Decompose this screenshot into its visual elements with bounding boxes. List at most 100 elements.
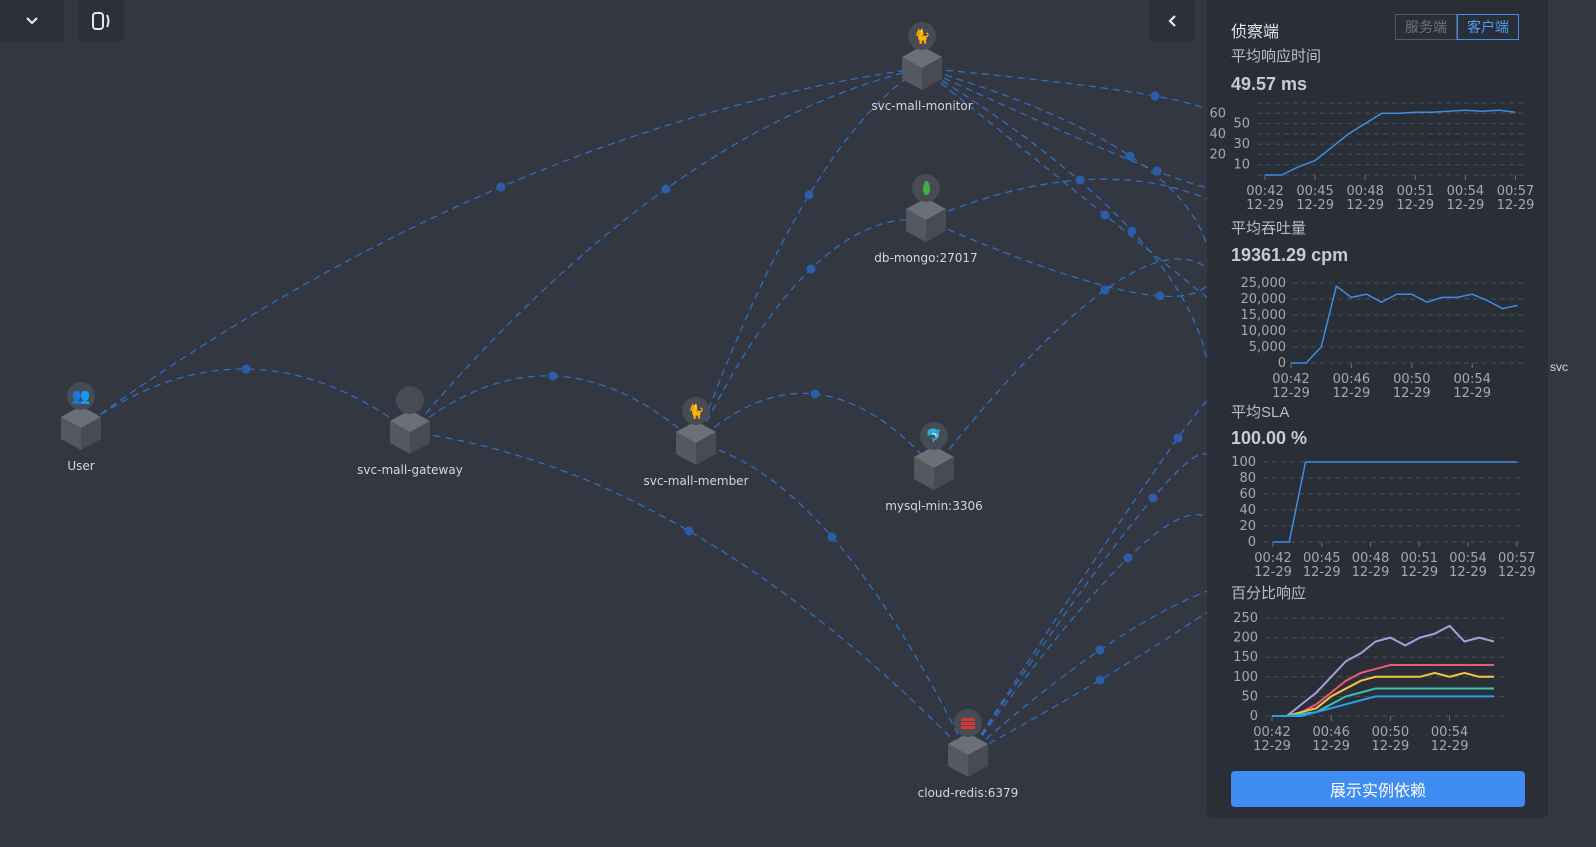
x-tick-label: 00:54 [1453, 372, 1490, 387]
edge-midpoint[interactable] [684, 526, 694, 536]
x-tick-label: 12-29 [1346, 198, 1384, 213]
node-cube-icon [902, 46, 942, 90]
node-label: User [67, 459, 95, 473]
y-tick-label: 100 [1231, 455, 1256, 470]
series-line-2 [1272, 664, 1494, 717]
series-line-1 [1273, 461, 1517, 543]
edge-midpoint[interactable] [1100, 210, 1110, 220]
section-title-throughput: 平均吞吐量 [1231, 220, 1307, 237]
x-tick-label: 00:46 [1333, 372, 1370, 387]
x-tick-label: 00:42 [1253, 725, 1290, 740]
y-tick-label: 10,000 [1241, 324, 1287, 339]
x-tick-label: 00:48 [1352, 551, 1389, 566]
edge-midpoint[interactable] [810, 389, 820, 399]
edge-midpoint[interactable] [1173, 433, 1183, 443]
layout-toggle-button[interactable] [78, 0, 124, 42]
x-tick-label: 12-29 [1453, 386, 1491, 401]
x-tick-label: 00:54 [1449, 551, 1486, 566]
edge-midpoint[interactable] [1075, 175, 1085, 185]
x-tick-label: 12-29 [1254, 565, 1292, 580]
chevron-down-icon [26, 17, 38, 25]
y-tick-label: 250 [1233, 611, 1258, 626]
y-tick-label: 0 [1248, 535, 1256, 550]
edge-midpoint[interactable] [548, 371, 558, 381]
node-mysql[interactable]: 🐬 mysql-min:3306 [874, 422, 994, 513]
x-tick-label: 00:50 [1372, 725, 1409, 740]
edge-midpoint[interactable] [496, 182, 506, 192]
edge-midpoint[interactable] [1152, 166, 1162, 176]
tomcat-icon: 🐈 [908, 22, 936, 50]
x-tick-label: 12-29 [1352, 565, 1390, 580]
node-cube-icon [390, 410, 430, 454]
y-tick-label: 50 [1241, 689, 1258, 704]
edge-midpoint[interactable] [1095, 675, 1105, 685]
node-mongo[interactable]: db-mongo:27017 [866, 174, 986, 265]
edge-midpoint[interactable] [1148, 493, 1158, 503]
x-tick-label: 00:51 [1401, 551, 1438, 566]
y-tick-label: 20,000 [1241, 292, 1287, 307]
dependency-edge[interactable] [695, 67, 923, 444]
edge-midpoint[interactable] [1100, 285, 1110, 295]
y-tick-label: 150 [1233, 650, 1258, 665]
node-member[interactable]: 🐈svc-mall-member [636, 397, 756, 488]
node-monitor[interactable]: 🐈svc-mall-monitor [862, 22, 982, 113]
y-tick-label: 20 [1209, 147, 1226, 162]
y-tick-label: 20 [1239, 519, 1256, 534]
edge-midpoint[interactable] [804, 190, 814, 200]
collapse-button[interactable] [0, 0, 64, 42]
node-user[interactable]: 👥User [21, 382, 141, 473]
x-tick-label: 12-29 [1272, 386, 1310, 401]
dependency-edge[interactable] [80, 67, 923, 429]
node-label: mysql-min:3306 [885, 499, 983, 513]
x-tick-label: 12-29 [1246, 198, 1284, 213]
edge-midpoint[interactable] [661, 184, 671, 194]
edge-midpoint[interactable] [1155, 291, 1165, 301]
y-tick-label: 100 [1233, 670, 1258, 685]
node-label: cloud-redis:6379 [917, 786, 1019, 800]
node-label: svc-mall-gateway [357, 463, 463, 477]
x-tick-label: 00:54 [1447, 184, 1484, 199]
x-tick-label: 12-29 [1400, 565, 1438, 580]
edge-midpoint[interactable] [1127, 226, 1137, 236]
y-tick-label: 60 [1239, 487, 1256, 502]
x-tick-label: 12-29 [1449, 565, 1487, 580]
panel-toggle-button[interactable] [1149, 0, 1195, 42]
edge-midpoint[interactable] [827, 532, 837, 542]
node-label: db-mongo:27017 [874, 251, 978, 265]
edge-midpoint[interactable] [1123, 553, 1133, 563]
x-tick-label: 00:48 [1346, 184, 1383, 199]
x-tick-label: 12-29 [1372, 739, 1410, 754]
x-tick-label: 00:57 [1497, 184, 1534, 199]
series-line-5 [1272, 695, 1494, 717]
x-tick-label: 12-29 [1498, 565, 1536, 580]
tab-client[interactable]: 客户端 [1457, 14, 1519, 40]
dependency-edge[interactable] [933, 258, 1211, 469]
y-tick-label: 30 [1233, 137, 1250, 152]
dependency-edge[interactable] [409, 67, 923, 433]
avg-sla-value: 100.00 % [1231, 428, 1308, 448]
series-line-1 [1265, 109, 1516, 176]
tab-server[interactable]: 服务端 [1395, 14, 1457, 40]
dependency-edge[interactable] [80, 368, 411, 433]
mysql-icon: 🐬 [920, 422, 948, 450]
edge-midpoint[interactable] [1125, 151, 1135, 161]
x-tick-label: 12-29 [1303, 565, 1341, 580]
x-tick-label: 12-29 [1431, 739, 1469, 754]
y-tick-label: 15,000 [1241, 308, 1287, 323]
node-redis[interactable]: cloud-redis:6379 [908, 709, 1028, 800]
edge-midpoint[interactable] [1095, 645, 1105, 655]
edge-midpoint[interactable] [806, 264, 816, 274]
metric-charts: 10203040506000:4212-2900:4512-2900:4812-… [1209, 102, 1536, 754]
edge-midpoint[interactable] [241, 364, 251, 374]
node-badge [396, 386, 424, 414]
avg-throughput-value: 19361.29 cpm [1231, 245, 1349, 265]
y-tick-label: 0 [1278, 356, 1286, 371]
x-tick-label: 00:42 [1272, 372, 1309, 387]
dependency-edge[interactable] [921, 67, 1211, 261]
edge-midpoint[interactable] [1150, 91, 1160, 101]
dependency-edge[interactable] [967, 609, 1211, 756]
node-gateway[interactable]: svc-mall-gateway [350, 386, 470, 477]
show-instance-dependency-button[interactable]: 展示实例依赖 [1231, 771, 1525, 807]
